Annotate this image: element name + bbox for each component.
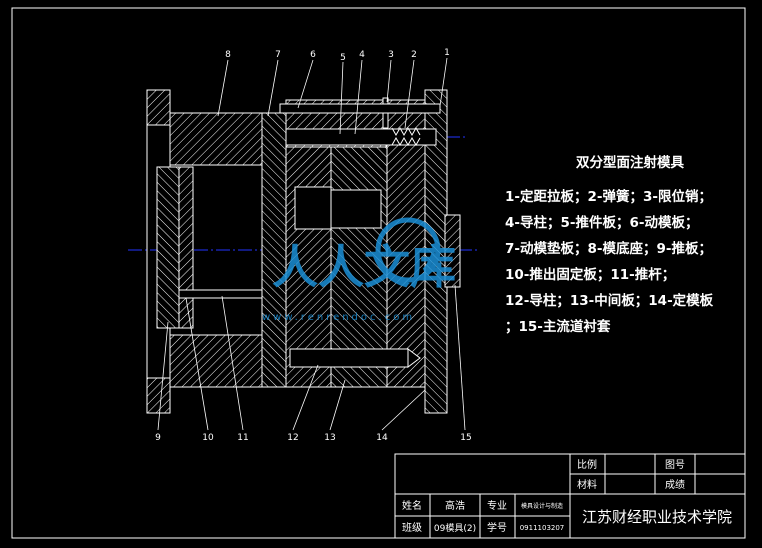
callout-top-4: 4 xyxy=(359,50,365,60)
callout-bottom-12: 12 xyxy=(287,433,298,443)
callout-top-8: 8 xyxy=(225,50,231,60)
part-support-plate xyxy=(261,112,287,388)
class-value: 09模具(2) xyxy=(434,523,476,534)
callout-top-5: 5 xyxy=(340,53,346,63)
watermark: 人人文库 www.renrendoc.com xyxy=(262,217,456,323)
callout-bottom-9: 9 xyxy=(155,433,161,443)
callout-bottom-11: 11 xyxy=(237,433,248,443)
major-label: 专业 xyxy=(487,499,507,512)
ratio-label: 比例 xyxy=(577,458,597,471)
watermark-text: 人人文库 xyxy=(272,240,456,294)
major-value: 模具设计与制造 xyxy=(521,502,563,510)
callout-top-7: 7 xyxy=(275,50,281,60)
student-id-value: 0911103207 xyxy=(520,524,565,532)
callout-bottom-13: 13 xyxy=(324,433,335,443)
name-label: 姓名 xyxy=(402,499,422,512)
callout-numbers: 8 7 6 5 4 3 2 1 9 10 11 12 13 14 15 xyxy=(155,48,472,443)
part-distance-plate xyxy=(279,103,441,114)
callout-top-3: 3 xyxy=(388,50,394,60)
title-block-text: 比例 图号 材料 成绩 姓名 高浩 专业 模具设计与制造 班级 09模具(2) … xyxy=(402,458,732,534)
name-value: 高浩 xyxy=(445,499,465,512)
part-fixed-plate xyxy=(386,89,461,414)
watermark-url: www.renrendoc.com xyxy=(262,312,415,323)
diagram-title: 双分型面注射模具 xyxy=(576,155,684,171)
drawing-border xyxy=(11,7,746,539)
callout-top-2: 2 xyxy=(411,50,417,60)
part-ejector-plates xyxy=(156,166,265,329)
legend-line: 1-定距拉板；2-弹簧；3-限位销； xyxy=(505,189,712,205)
callout-bottom-14: 14 xyxy=(376,433,388,443)
legend-line: 4-导柱；5-推件板；6-动模板； xyxy=(505,215,699,231)
material-label: 材料 xyxy=(577,478,597,491)
legend-line: 12-导柱；13-中间板；14-定模板 xyxy=(505,293,714,309)
callout-top-1: 1 xyxy=(444,48,450,58)
title-block xyxy=(394,453,746,539)
score-label: 成绩 xyxy=(665,478,685,491)
school-name: 江苏财经职业技术学院 xyxy=(582,508,732,526)
callout-bottom-10: 10 xyxy=(202,433,214,443)
parts-legend: 双分型面注射模具 1-定距拉板；2-弹簧；3-限位销； 4-导柱；5-推件板；6… xyxy=(505,150,755,340)
drawing-no-label: 图号 xyxy=(665,459,685,471)
leader-lines xyxy=(157,57,466,431)
legend-line: 7-动模垫板；8-模底座；9-推板； xyxy=(505,241,712,257)
class-label: 班级 xyxy=(402,522,422,534)
student-id-label: 学号 xyxy=(487,521,507,534)
legend-line: ；15-主流道衬套 xyxy=(505,319,611,335)
callout-top-6: 6 xyxy=(310,50,316,60)
callout-bottom-15: 15 xyxy=(460,433,471,443)
legend-line: 10-推出固定板；11-推杆； xyxy=(505,267,676,283)
